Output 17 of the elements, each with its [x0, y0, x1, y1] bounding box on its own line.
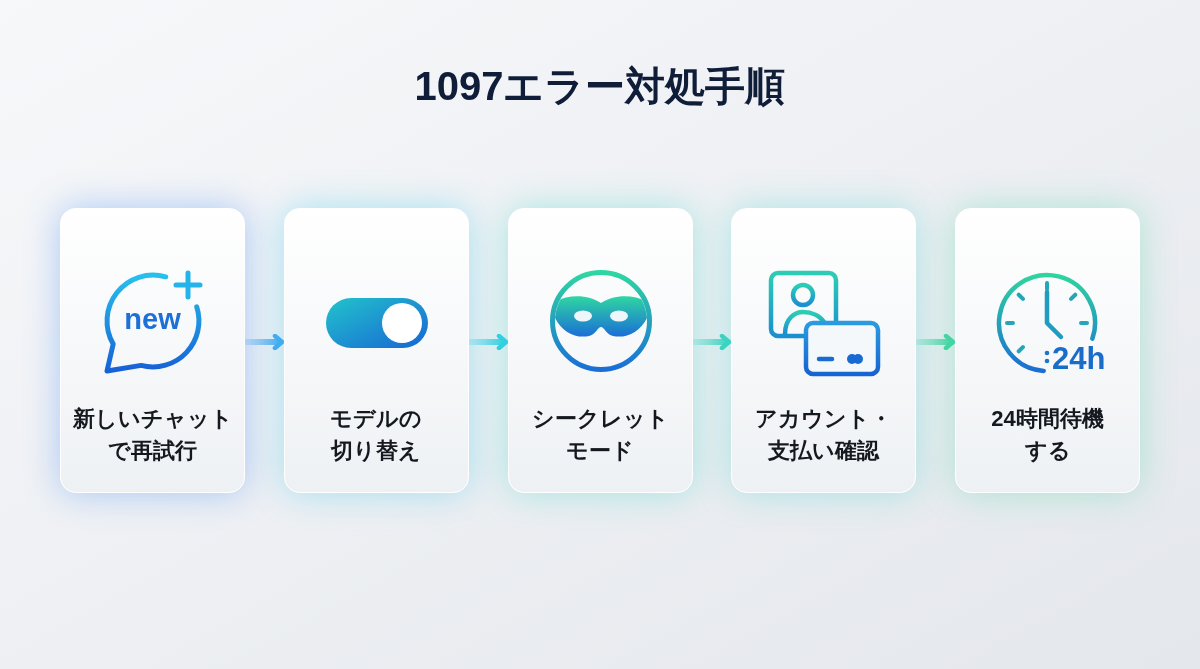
step-label: モデルの切り替え [329, 405, 424, 465]
arrow [469, 333, 509, 351]
step-label: アカウント・支払い確認 [754, 405, 893, 465]
step-label: シークレットモード [531, 405, 670, 465]
step-label: 新しいチャットで再試行 [72, 405, 233, 465]
icon-text: new [124, 304, 181, 334]
step-card [731, 208, 916, 493]
arrow [916, 333, 956, 351]
step-card [284, 208, 469, 493]
title: 1097エラー対処手順 [414, 63, 786, 110]
arrow [245, 333, 285, 351]
step-card [955, 208, 1140, 493]
arrow [693, 333, 732, 351]
icon-text: 24h [1052, 341, 1106, 376]
step-card [60, 208, 245, 493]
step-label: 24時間待機する [990, 405, 1105, 465]
step-card [508, 208, 693, 493]
